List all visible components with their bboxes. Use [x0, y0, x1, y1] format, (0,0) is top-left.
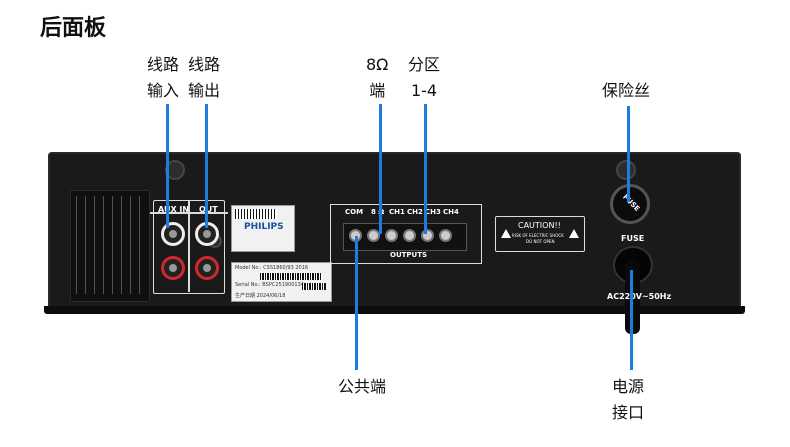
outputs-label: OUTPUTS — [390, 251, 428, 259]
barcode-icon — [260, 273, 322, 280]
fuse-callout: 保险丝 — [602, 81, 651, 100]
terminal-screw-ch4[interactable] — [439, 229, 452, 242]
line-in-label-1: 线路 — [147, 55, 180, 74]
terminal-screw-ch1[interactable] — [385, 229, 398, 242]
line-in-leader — [166, 104, 169, 228]
terminal-label-com: COM — [345, 208, 364, 216]
power-callout: 电源 接口 — [612, 374, 644, 426]
zone-callout: 分区 1-4 — [408, 52, 440, 104]
caution-line1: RISK OF ELECTRIC SHOCK — [512, 233, 564, 238]
terminal-label-ch4: CH4 — [443, 208, 459, 216]
line-in-callout: 线路 输入 — [147, 52, 179, 104]
brand-sticker: PHILIPS — [231, 205, 295, 252]
line-out-label-1: 线路 — [188, 55, 221, 74]
zone-leader — [424, 104, 427, 234]
warning-icon — [501, 229, 511, 238]
fuse-label: FUSE — [621, 234, 645, 243]
serial-line: Serial No.: BSPC251900134 — [235, 282, 304, 288]
screw-icon — [616, 160, 636, 180]
power-label-2: 接口 — [612, 403, 645, 422]
power-leader — [630, 270, 633, 370]
terminal-label-ch1: CH1 — [389, 208, 405, 216]
ohm8-callout: 8Ω 端 — [366, 52, 388, 104]
barcode-icon — [235, 209, 277, 219]
terminal-label-ch2: CH2 — [407, 208, 423, 216]
common-leader — [355, 236, 358, 370]
serial-line: 生产日期 2024/06/18 — [235, 293, 286, 299]
warning-icon — [569, 229, 579, 238]
line-out-label-2: 输出 — [188, 81, 221, 100]
caution-title: CAUTION!! — [518, 221, 561, 230]
chassis-base — [44, 306, 745, 314]
terminal-screw-ch2[interactable] — [403, 229, 416, 242]
brand-name: PHILIPS — [244, 222, 284, 232]
out-label: OUT — [199, 205, 218, 214]
page-title: 后面板 — [40, 16, 107, 41]
caution-line2: DO NOT OPEN — [526, 239, 555, 244]
ohm8-label-2: 端 — [369, 81, 386, 100]
barcode-icon — [302, 283, 326, 290]
terminal-screw-ch3[interactable] — [421, 229, 434, 242]
out-right-jack[interactable] — [195, 256, 219, 280]
serial-line: Model No.: CSS1860/93 2016 — [235, 265, 309, 271]
line-in-label-2: 输入 — [147, 81, 180, 100]
out-left-jack[interactable] — [195, 222, 219, 246]
ohm8-leader — [379, 104, 382, 234]
line-out-leader — [205, 104, 208, 228]
terminal-label-8ohm: 8 Ω — [371, 208, 385, 216]
terminal-screw-8ohm[interactable] — [367, 229, 380, 242]
serial-sticker: Model No.: CSS1860/93 2016 Serial No.: B… — [231, 262, 332, 302]
power-label-1: 电源 — [612, 377, 645, 396]
fuse-holder[interactable]: FUSE — [610, 184, 650, 224]
fuse-leader — [627, 106, 630, 202]
aux-in-left-jack[interactable] — [161, 222, 185, 246]
aux-in-label: AUX IN — [158, 205, 190, 214]
spec-label-text-lines — [76, 196, 142, 294]
zone-label-2: 1-4 — [410, 81, 438, 100]
common-callout: 公共端 — [338, 377, 387, 396]
terminal-label-ch3: CH3 — [425, 208, 441, 216]
line-out-callout: 线路 输出 — [188, 52, 220, 104]
output-terminal-panel — [330, 204, 482, 264]
fuse-cap-label: FUSE — [621, 192, 642, 214]
zone-label-1: 分区 — [408, 55, 441, 74]
ac-input-label: AC220V~50Hz — [607, 292, 672, 301]
aux-divider — [188, 200, 190, 292]
ohm8-label-1: 8Ω — [366, 55, 389, 74]
aux-in-right-jack[interactable] — [161, 256, 185, 280]
caution-label: CAUTION!! RISK OF ELECTRIC SHOCK DO NOT … — [495, 216, 585, 252]
